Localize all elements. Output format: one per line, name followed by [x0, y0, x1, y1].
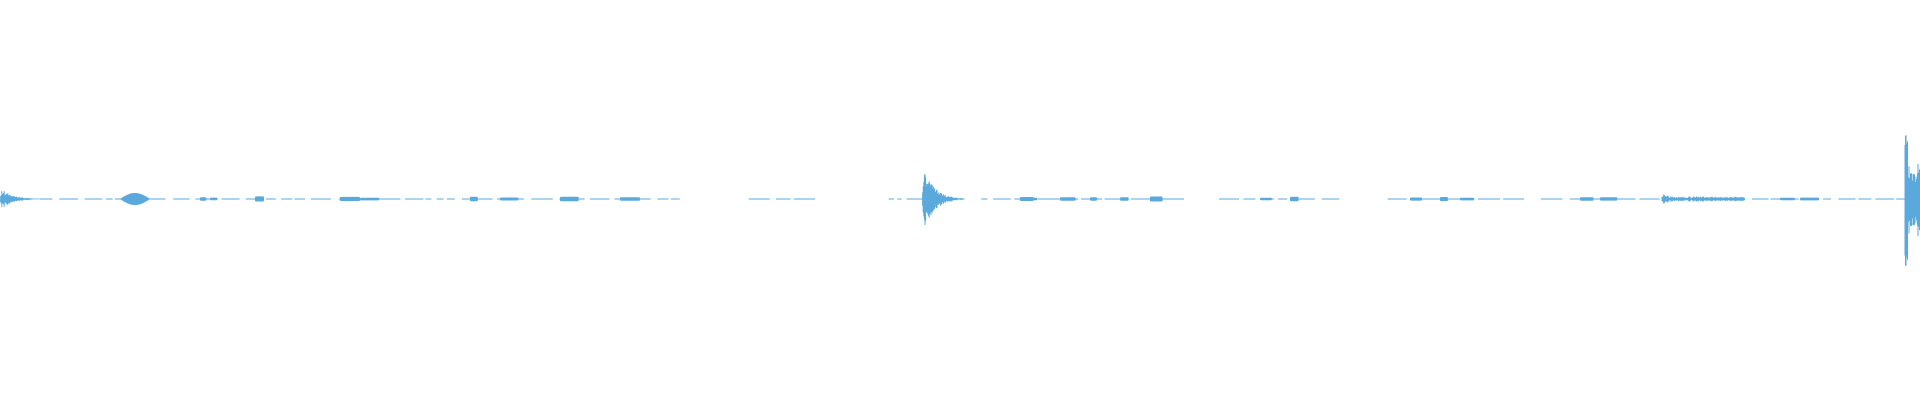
- waveform-detail-segment: [360, 197, 380, 201]
- waveform-detail-segment: [255, 196, 264, 202]
- waveform-blip-early: [120, 193, 150, 205]
- waveform-detail-segment: [1290, 196, 1299, 202]
- waveform-detail-segment: [340, 196, 360, 201]
- waveform-detail-segment: [1600, 197, 1618, 201]
- waveform-detail-segment: [1780, 197, 1795, 201]
- waveform-detail-segment: [210, 197, 218, 201]
- waveform-detail-segment: [1020, 197, 1034, 201]
- waveform-detail-segment: [1800, 197, 1820, 201]
- waveform-detail-segment: [1260, 197, 1272, 201]
- waveform-detail-segment: [620, 197, 640, 201]
- waveform-detail-segments: [200, 196, 1820, 202]
- waveform-detail-segment: [470, 196, 478, 202]
- waveform-detail-segment: [200, 197, 207, 201]
- waveform-detail-segment: [1120, 197, 1129, 201]
- waveform-burst-middle: [922, 174, 966, 225]
- waveform-detail-segment: [1580, 197, 1594, 201]
- waveform-detail-segment: [1410, 197, 1422, 201]
- waveform-burst-start: [0, 191, 41, 208]
- waveform-detail-segment: [560, 196, 579, 202]
- waveform-detail-segment: [1440, 197, 1448, 202]
- waveform-detail-segment: [1030, 197, 1038, 201]
- waveform-detail-segment: [500, 197, 519, 201]
- waveform-noise-cluster: [1661, 194, 1745, 204]
- waveform-burst-end: [1904, 135, 1920, 267]
- waveform-detail-segment: [1460, 197, 1475, 201]
- waveform-detail-segment: [1150, 196, 1163, 202]
- waveform-detail-segment: [1090, 197, 1098, 201]
- waveform-detail-segment: [1060, 197, 1076, 201]
